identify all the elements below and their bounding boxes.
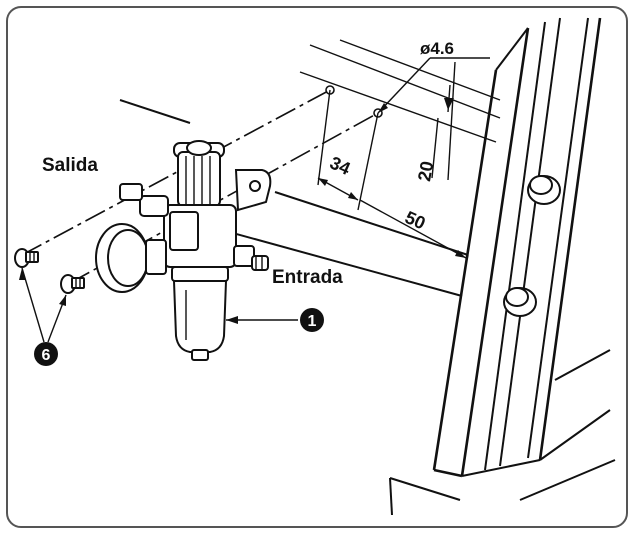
centerline-lower	[69, 112, 379, 284]
leg-bolt-upper	[527, 175, 561, 205]
callout-regulator: 1	[300, 308, 324, 332]
mounting-screw-upper	[14, 248, 39, 268]
dim-diameter-label: ø4.6	[420, 39, 454, 58]
callout-screws-number: 6	[42, 347, 51, 364]
outlet-label: Salida	[42, 155, 98, 176]
air-regulator-unit	[95, 140, 272, 361]
dimension-lines	[317, 57, 490, 263]
table-frame	[119, 17, 616, 516]
diagram-frame	[6, 6, 628, 528]
callout-screws: 6	[34, 342, 58, 366]
centerline-upper	[21, 89, 331, 256]
callout-regulator-number: 1	[308, 313, 317, 330]
inlet-label: Entrada	[272, 267, 343, 288]
mounting-screw-lower	[60, 274, 85, 294]
leg-bolt-lower	[503, 287, 537, 317]
dim-20-label: 20	[414, 160, 437, 183]
